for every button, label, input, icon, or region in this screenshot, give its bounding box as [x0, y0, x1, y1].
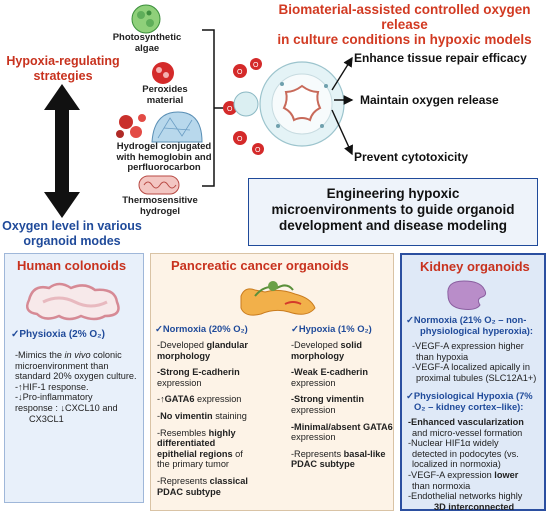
kidney-phys-line-4: detected in podocytes (vs. [412, 448, 519, 459]
material-label-hydrogel-hemoglobin: Hydrogel conjugated with hemoglobin and … [114, 141, 214, 174]
engineering-line-2: microenvironments to guide organoid [271, 202, 515, 217]
engineering-line-1: Engineering hypoxic [326, 186, 460, 201]
hydrogel-hemoglobin-icon [116, 111, 203, 143]
thermo-line-1: Thermosensitive [122, 195, 198, 206]
svg-text:O: O [227, 106, 233, 113]
kidney-physiological-condition: ✓Physiological Hypoxia (7% O₂ – kidney c… [406, 390, 548, 413]
outcome-tissue-repair: Enhance tissue repair efficacy [354, 51, 527, 65]
kidney-normoxia-line-3: -VEGF-A localized apically in [412, 362, 530, 373]
kidney-normoxia-line-4: proximal tubules (SLC12A1+) [416, 372, 537, 383]
thermosensitive-hydrogel-icon [138, 175, 180, 195]
pancreas-icon [240, 281, 316, 316]
oxygen-release-construct-icon: O O O O O [223, 58, 345, 155]
kidney-normoxia-cond-line-1: ✓Normoxia (21% O₂ – non- [406, 314, 527, 325]
outcome-oxygen-release: Maintain oxygen release [360, 93, 499, 107]
kidney-phys-line-2: and micro-vessel formation [412, 427, 523, 438]
kidney-phys-line-7: than normoxia [412, 480, 471, 491]
engineering-text: Engineering hypoxic microenvironments to… [249, 186, 537, 234]
peroxide-line-1: Peroxides [142, 84, 188, 95]
pancreatic-panel: Pancreatic cancer organoids ✓Normoxia (2… [150, 253, 394, 511]
pancreatic-normoxia-condition: ✓Normoxia (20% O₂) [155, 323, 248, 334]
kidney-phys-line-3: -Nuclear HIF1α widely [408, 438, 499, 449]
colonoids-condition: ✓Physioxia (2% O₂) [11, 329, 105, 340]
colonoids-line-4: -↑HIF-1 response. [15, 381, 89, 392]
hydrogel-hb-line-2: with hemoglobin and [116, 151, 212, 163]
kidney-normoxia-lines: -VEGF-A expression higher than hypoxia -… [412, 341, 546, 383]
kidney-phys-line-8: -Endothelial networks highly [408, 491, 523, 502]
colonoids-line-2: microenvironment than [15, 360, 109, 371]
hypoxia-title-line-1: Hypoxia-regulating [6, 54, 120, 68]
top-title-line-2: in culture conditions in hypoxic models [277, 32, 532, 47]
svg-text:O: O [237, 69, 243, 76]
kidney-phys-cond-line-2: O₂ – kidney cortex–like): [414, 400, 524, 412]
colonoids-line-3: standard 20% oxygen culture. [15, 371, 137, 382]
colonoids-title: Human colonoids [17, 258, 127, 273]
engineering-box: Engineering hypoxic microenvironments to… [248, 178, 538, 246]
material-label-peroxide: Peroxides material [130, 84, 200, 106]
kidney-normoxia-cond-line-2: physiological hyperoxia): [420, 324, 534, 336]
svg-text:O: O [253, 62, 259, 69]
kidney-phys-line-1: -Enhanced vascularization [408, 417, 524, 427]
colonoids-line-7: CX3CL1 [29, 413, 64, 424]
kidney-phys-line-6: -VEGF-A expression lower [408, 469, 519, 480]
kidney-normoxia-condition: ✓Normoxia (21% O₂ – non- physiological h… [406, 314, 548, 337]
kidney-normoxia-line-2: than hypoxia [416, 351, 469, 362]
colonoids-line-5: -↓Pro-inflammatory [15, 392, 93, 403]
svg-text:O: O [255, 147, 261, 154]
material-label-thermosensitive: Thermosensitive hydrogel [122, 195, 198, 217]
normoxia-item-vimentin: -No vimentin staining [157, 410, 247, 421]
hypoxia-regulating-title: Hypoxia-regulating strategies [4, 54, 122, 83]
peroxide-icon [152, 62, 174, 84]
algae-line-2: algae [134, 42, 160, 54]
hypoxia-title-line-2: strategies [33, 68, 93, 83]
kidney-phys-cond-line-1: ✓Physiological Hypoxia (7% [406, 390, 533, 401]
kidney-phys-line-5: localized in normoxia) [412, 459, 501, 470]
hydrogel-hb-line-3: perfluorocarbon [127, 162, 201, 173]
oxygen-level-title: Oxygen level in various organoid modes [2, 219, 142, 248]
colonoids-line-6: response : ↓CXCL10 and [15, 402, 118, 413]
thermo-line-2: hydrogel [139, 205, 181, 217]
hydrogel-hb-line-1: Hydrogel conjugated [116, 141, 212, 152]
kidney-icon [447, 280, 487, 310]
normoxia-item-gata6: -↑GATA6 expression [157, 394, 242, 405]
kidney-title: Kidney organoids [420, 259, 530, 274]
oxygen-title-line-2: organoid modes [23, 233, 121, 248]
peroxide-line-2: material [146, 94, 184, 106]
pancreatic-hypoxia-condition: ✓Hypoxia (1% O₂) [291, 323, 372, 334]
kidney-panel: Kidney organoids ✓Normoxia (21% O₂ – non… [400, 253, 548, 512]
algae-icon [131, 4, 161, 34]
colonoid-icon [26, 282, 120, 321]
oxygen-title-line-1: Oxygen level in various [2, 219, 142, 233]
colonoids-line-1: -Mimics the in vivo colonic [15, 350, 122, 360]
algae-line-1: Photosynthetic [112, 32, 182, 43]
svg-text:O: O [237, 136, 243, 143]
material-label-algae: Photosynthetic algae [112, 32, 182, 54]
kidney-phys-line-9: 3D interconnected [434, 501, 515, 512]
top-title-line-1: Biomaterial-assisted controlled oxygen r… [278, 2, 531, 32]
kidney-normoxia-line-1: -VEGF-A expression higher [412, 341, 524, 351]
outcome-prevent-cytotoxicity: Prevent cytotoxicity [354, 150, 469, 164]
engineering-line-3: development and disease modeling [278, 218, 508, 233]
kidney-physiological-lines: -Enhanced vascularization and micro-vess… [408, 417, 546, 512]
colonoids-lines: -Mimics the in vivo colonic microenviron… [15, 350, 143, 424]
top-title: Biomaterial-assisted controlled oxygen r… [262, 2, 547, 47]
colonoids-panel: Human colonoids ✓Physioxia (2% O₂) -Mimi… [4, 253, 144, 503]
pancreatic-title: Pancreatic cancer organoids [171, 258, 349, 273]
double-arrow-icon [44, 84, 80, 218]
outcome-arrows [331, 56, 354, 156]
